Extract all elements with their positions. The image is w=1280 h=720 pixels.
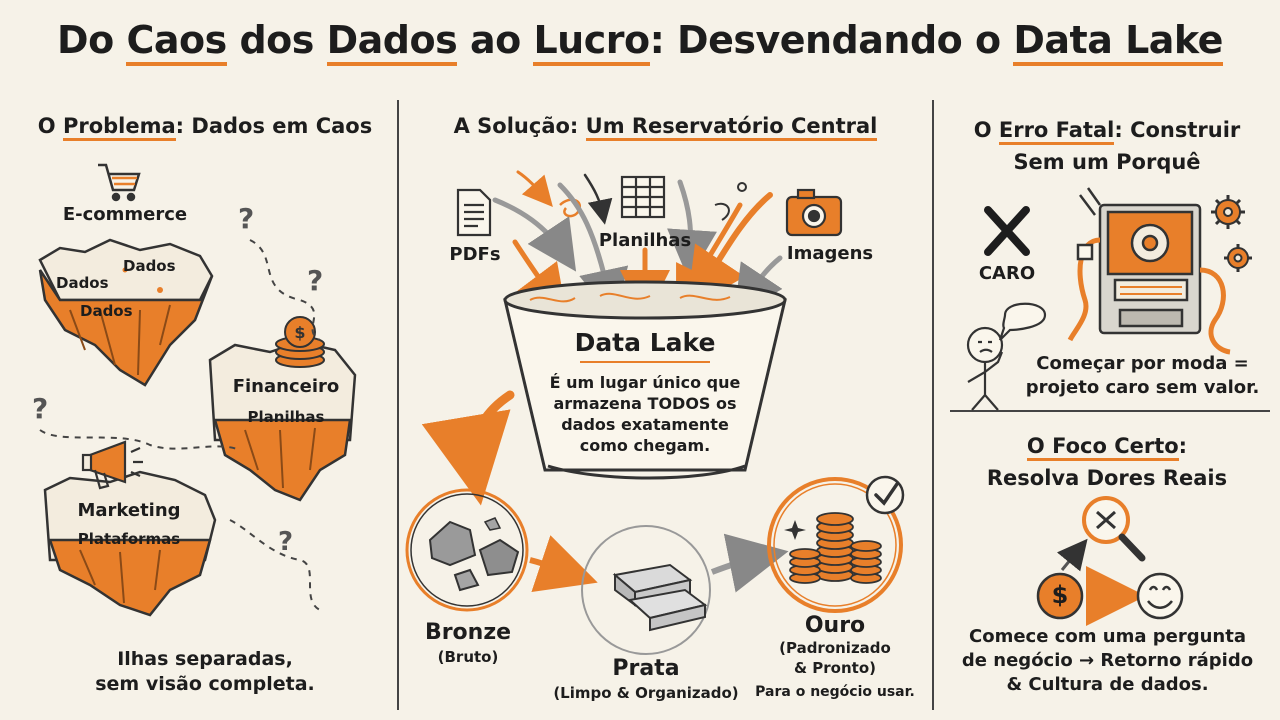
- label-bronze: Bronze: [424, 620, 512, 645]
- island-marketing: [43, 470, 217, 617]
- coin-stack-icon: $: [275, 316, 325, 368]
- title-word: ao: [469, 18, 521, 62]
- question-icon: ?: [307, 264, 323, 297]
- problem-heading: O Problema: Dados em Caos: [15, 114, 395, 141]
- label-bronze-sub: (Bruto): [437, 648, 499, 666]
- magnifier-icon: [1082, 496, 1146, 562]
- rock-icon: [405, 488, 529, 612]
- focus-heading: O Foco Certo: Resolva Dores Reais: [986, 434, 1228, 490]
- title-word: Do: [57, 18, 114, 62]
- lake-underline: [580, 361, 710, 363]
- label-ouro: Ouro: [804, 613, 866, 638]
- label-plataformas: Plataformas: [77, 530, 181, 548]
- focus-caption: Comece com uma pergunta de negócio → Ret…: [961, 626, 1254, 695]
- question-icon: ?: [32, 392, 48, 425]
- label-financeiro: Financeiro: [232, 376, 340, 397]
- gold-coins-icon: [767, 477, 903, 613]
- label-ecommerce: E-commerce: [62, 204, 188, 225]
- spreadsheet-icon: [620, 175, 666, 219]
- megaphone-icon: [81, 440, 143, 490]
- label-planilhas: Planilhas: [598, 230, 692, 251]
- title-word-highlight: Lucro: [533, 18, 650, 66]
- data-lake-description: É um lugar único que armazena TODOS os d…: [549, 373, 741, 455]
- camera-icon: [785, 188, 843, 237]
- label-dados: Dados: [123, 257, 176, 275]
- label-prata-sub: (Limpo & Organizado): [553, 684, 739, 702]
- error-heading: O Erro Fatal: Construir Sem um Porquê: [973, 118, 1241, 174]
- svg-text:$: $: [294, 323, 305, 342]
- label-prata: Prata: [612, 656, 680, 681]
- label-ouro-usage: Para o negócio usar.: [755, 684, 915, 700]
- page-title: Do Caos dos Dados ao Lucro: Desvendando …: [0, 18, 1280, 66]
- error-caption: Começar por moda = projeto caro sem valo…: [1025, 353, 1260, 398]
- column-divider: [932, 100, 934, 710]
- solution-heading: A Solução: Um Reservatório Central: [408, 114, 923, 141]
- check-icon: [865, 475, 905, 515]
- smiley-icon: [1136, 572, 1184, 620]
- label-planilhas: Planilhas: [247, 408, 325, 426]
- title-colon: :: [649, 18, 665, 62]
- dollar-sign: $: [1051, 581, 1069, 609]
- silver-bar-icon: [581, 525, 711, 655]
- island-ecommerce: [38, 238, 214, 387]
- column-divider: [397, 100, 399, 710]
- title-word: Desvendando: [677, 18, 963, 62]
- question-icon: ?: [278, 527, 293, 557]
- title-word: dos: [239, 18, 314, 62]
- data-lake-title: Data Lake: [574, 328, 716, 357]
- label-dados: Dados: [56, 274, 109, 292]
- data-lake-bucket: [503, 280, 787, 480]
- label-ouro-sub: (Padronizado & Pronto): [779, 639, 891, 677]
- title-word-highlight: Caos: [126, 18, 227, 66]
- label-pdfs: PDFs: [449, 244, 501, 265]
- cross-icon: [984, 206, 1030, 256]
- problem-caption: Ilhas separadas, sem visão completa.: [95, 648, 315, 695]
- question-icon: ?: [238, 202, 254, 235]
- label-imagens: Imagens: [786, 243, 874, 264]
- section-divider: [950, 410, 1270, 412]
- title-word-highlight: Data Lake: [1013, 18, 1223, 66]
- label-dados: Dados: [80, 302, 133, 320]
- gear-icon: [1224, 244, 1252, 272]
- cart-icon: [98, 163, 141, 202]
- island-financeiro: [208, 340, 357, 502]
- title-word-highlight: Dados: [326, 18, 458, 66]
- document-icon: [456, 188, 492, 237]
- thinking-person-icon: [966, 302, 1047, 411]
- machine-icon: [1067, 187, 1231, 355]
- label-marketing: Marketing: [77, 500, 181, 521]
- title-word: o: [975, 18, 1001, 62]
- label-caro: CARO: [978, 263, 1036, 284]
- dollar-icon: [1036, 572, 1084, 620]
- gear-icon: [1211, 195, 1245, 229]
